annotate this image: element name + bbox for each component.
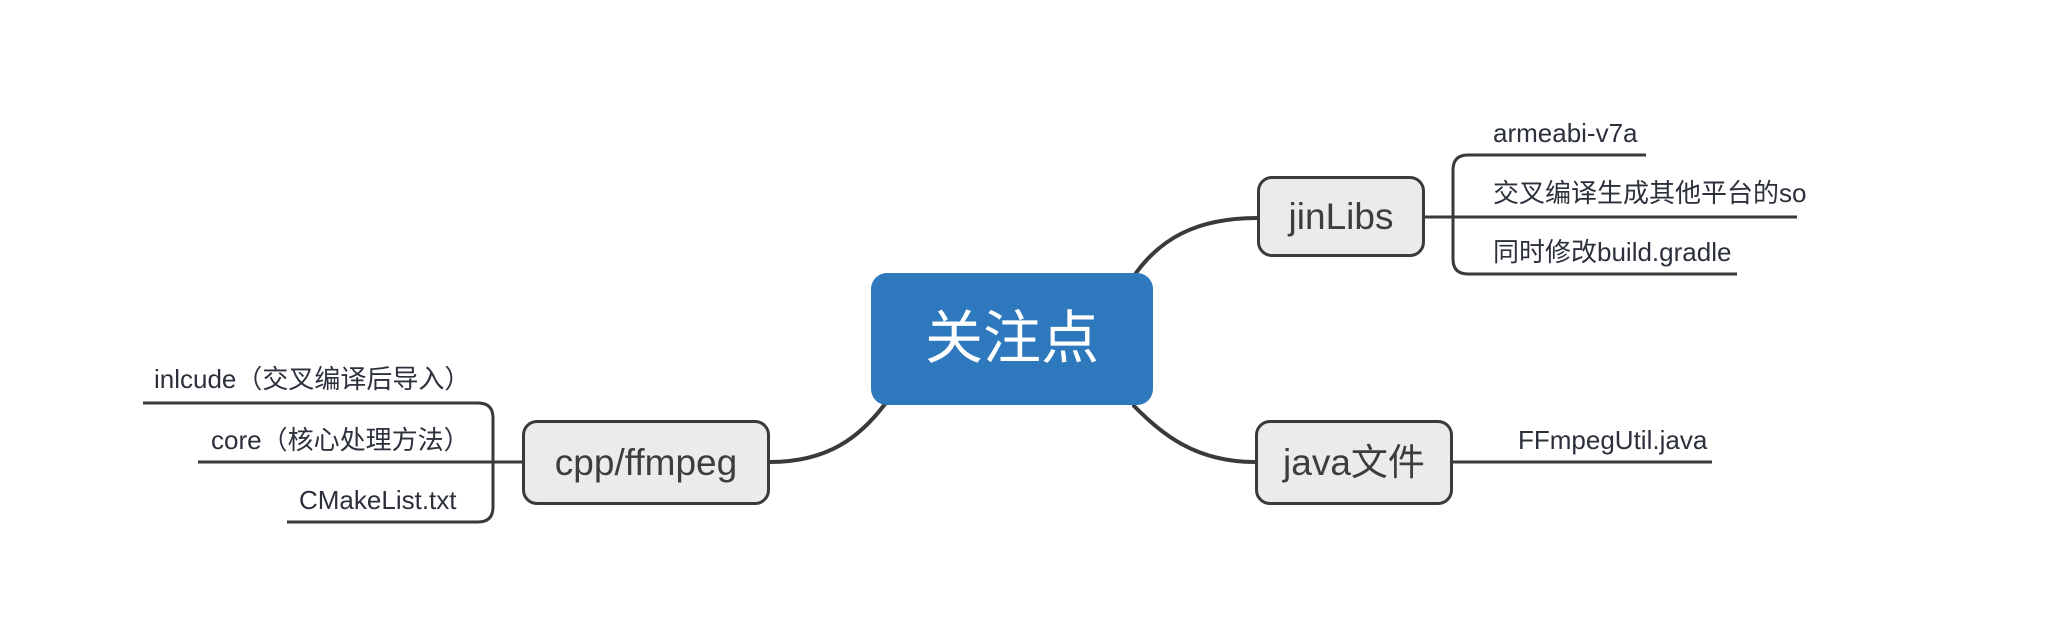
leaf-topic-ffmpegutil-java[interactable]: FFmpegUtil.java	[1518, 425, 1708, 455]
edge-root-to-java	[1132, 404, 1257, 464]
branch-topic-cpp-ffmpeg[interactable]: cpp/ffmpeg	[522, 420, 770, 505]
branch-topic-java-files[interactable]: java文件	[1255, 420, 1453, 505]
leaf-topic-cmakelist[interactable]: CMakeList.txt	[299, 485, 457, 515]
leaf-topic-armeabi-v7a[interactable]: armeabi-v7a	[1493, 118, 1638, 148]
leaf-topic-core[interactable]: core（核心处理方法）	[211, 425, 470, 455]
bracket-jinlibs	[1451, 153, 1737, 276]
bracket-cpp	[143, 401, 495, 524]
root-topic[interactable]: 关注点	[871, 273, 1153, 405]
leaf-topic-include[interactable]: inlcude（交叉编译后导入）	[154, 364, 471, 394]
branch-topic-label: java文件	[1283, 442, 1425, 483]
branch-topic-label: cpp/ffmpeg	[554, 442, 738, 483]
branch-topic-jinlibs[interactable]: jinLibs	[1257, 176, 1425, 257]
leaf-topic-build-gradle[interactable]: 同时修改build.gradle	[1493, 237, 1732, 267]
edge-root-to-cpp	[768, 402, 887, 464]
root-topic-label: 关注点	[924, 306, 1099, 371]
branch-topic-label: jinLibs	[1288, 196, 1394, 237]
edge-root-to-jinlibs	[1134, 216, 1259, 275]
leaf-topic-cross-compile-so[interactable]: 交叉编译生成其他平台的so	[1493, 178, 1807, 208]
